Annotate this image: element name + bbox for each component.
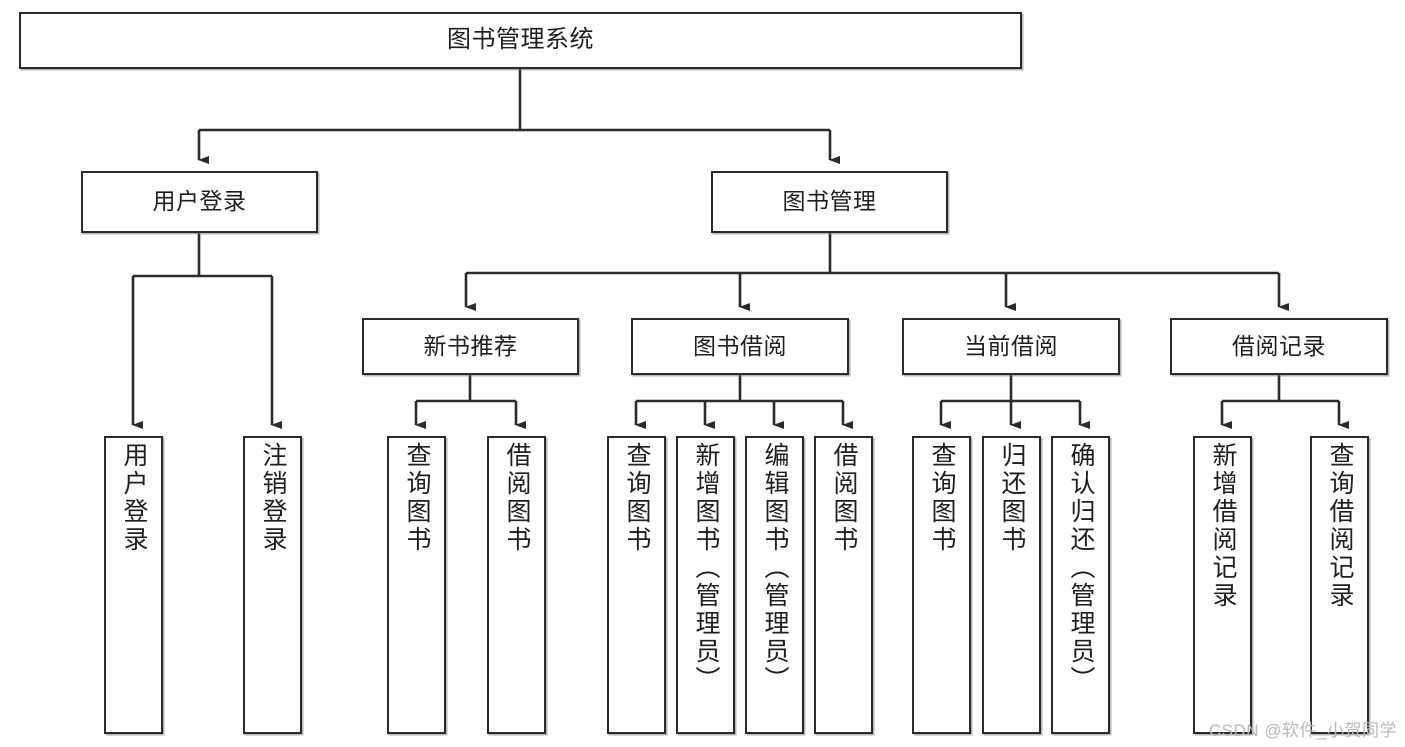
node-label: 用户登录 [120, 442, 148, 554]
node-label: 图书管理 [782, 188, 877, 215]
node-label: 图书管理系统 [447, 26, 594, 54]
node-book-borrow[interactable]: 图书借阅 [631, 318, 849, 375]
node-label: 编辑图书（管理员） [761, 442, 789, 694]
node-label: 借阅图书 [503, 442, 531, 554]
node-label: 查询图书 [623, 442, 651, 554]
node-label: 图书借阅 [693, 332, 787, 359]
node-current-borrow[interactable]: 当前借阅 [902, 318, 1120, 375]
leaf-borrow-record-add[interactable]: 新增借阅记录 [1193, 436, 1252, 734]
leaf-current-borrow-return[interactable]: 归还图书 [982, 436, 1041, 734]
node-root-system[interactable]: 图书管理系统 [19, 12, 1022, 69]
node-label: 当前借阅 [964, 332, 1058, 359]
leaf-book-borrow-edit[interactable]: 编辑图书（管理员） [745, 436, 804, 734]
node-label: 查询图书 [403, 442, 431, 554]
node-label: 新书推荐 [423, 332, 518, 359]
leaf-new-book-query[interactable]: 查询图书 [387, 436, 446, 734]
node-label: 借阅图书 [830, 442, 858, 554]
leaf-current-borrow-query[interactable]: 查询图书 [912, 436, 971, 734]
leaf-user-login-login[interactable]: 用户登录 [104, 436, 163, 734]
node-label: 新增图书（管理员） [692, 442, 720, 694]
node-label: 查询借阅记录 [1326, 442, 1354, 610]
node-user-login[interactable]: 用户登录 [81, 171, 318, 233]
node-label: 确认归还（管理员） [1067, 442, 1095, 694]
node-label: 注销登录 [259, 442, 287, 554]
leaf-book-borrow-borrow[interactable]: 借阅图书 [814, 436, 873, 734]
node-label: 新增借阅记录 [1209, 442, 1237, 610]
node-book-management[interactable]: 图书管理 [711, 171, 948, 233]
leaf-book-borrow-add[interactable]: 新增图书（管理员） [676, 436, 735, 734]
leaf-current-borrow-confirm[interactable]: 确认归还（管理员） [1051, 436, 1110, 734]
node-label: 归还图书 [998, 442, 1026, 554]
node-borrow-record[interactable]: 借阅记录 [1170, 318, 1388, 375]
node-label: 用户登录 [152, 188, 247, 215]
node-label: 查询图书 [928, 442, 956, 554]
leaf-book-borrow-query[interactable]: 查询图书 [607, 436, 666, 734]
leaf-new-book-borrow[interactable]: 借阅图书 [487, 436, 546, 734]
watermark-text: CSDN @软件_小贺同学 [1208, 721, 1397, 740]
node-label: 借阅记录 [1232, 332, 1326, 359]
leaf-borrow-record-query[interactable]: 查询借阅记录 [1310, 436, 1369, 734]
node-new-book-recommend[interactable]: 新书推荐 [362, 318, 579, 375]
leaf-user-login-logout[interactable]: 注销登录 [243, 436, 302, 734]
